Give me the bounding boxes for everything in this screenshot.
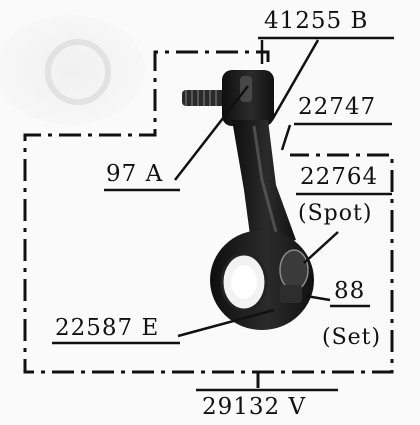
spot-screw-head xyxy=(279,249,309,291)
label-spot-note: (Spot) xyxy=(298,201,373,226)
paper-stamp-ring xyxy=(45,39,111,105)
label-88: 88 xyxy=(334,278,366,304)
set-screw-top xyxy=(182,90,226,106)
leader-88 xyxy=(305,294,331,302)
leader-22764 xyxy=(303,231,339,264)
leader-22747 xyxy=(280,124,292,151)
leader-22587e xyxy=(177,308,275,338)
leader-41255b-diag xyxy=(270,39,320,121)
label-41255b: 41255 B xyxy=(264,8,369,34)
label-97a: 97 A xyxy=(106,161,164,187)
paper-stamp-mark xyxy=(0,15,145,125)
set-screw-bottom xyxy=(280,285,302,303)
label-22587e: 22587 E xyxy=(55,315,160,341)
label-29132v: 29132 V xyxy=(202,394,307,420)
label-22764: 22764 xyxy=(300,164,379,190)
assembly-boundary-line xyxy=(23,50,394,374)
label-set-note: (Set) xyxy=(322,325,382,350)
label-22747: 22747 xyxy=(298,94,377,120)
leader-97a xyxy=(174,85,249,181)
